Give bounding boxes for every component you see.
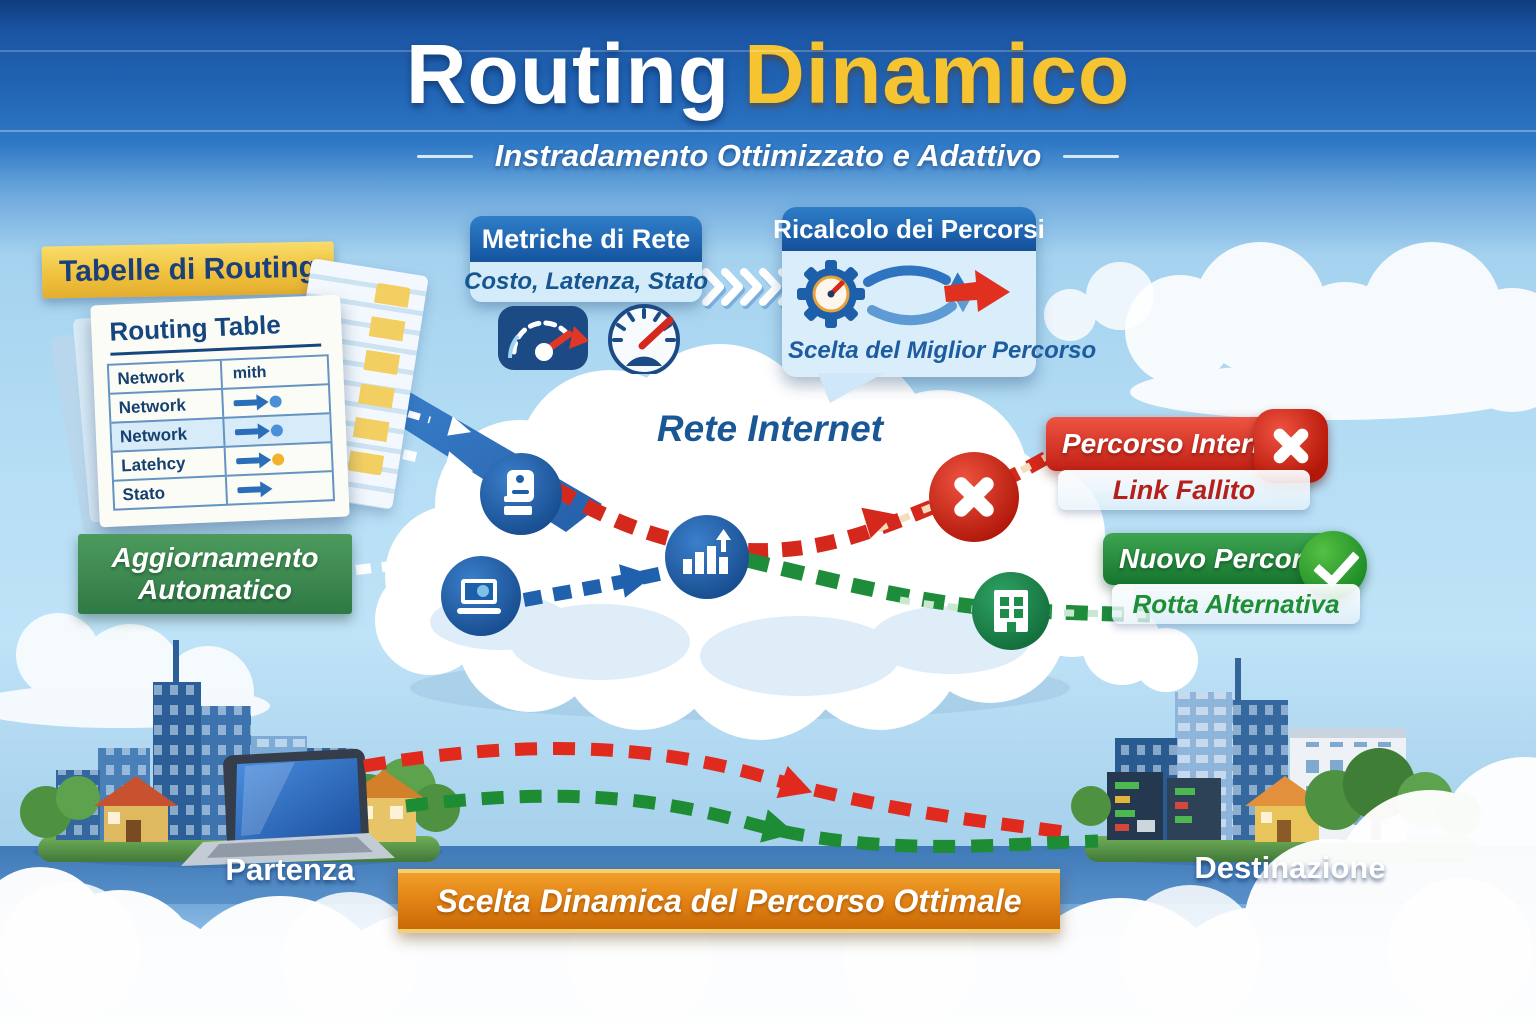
network-metrics-box: Metriche di Rete Costo, Latenza, Stato <box>464 216 708 302</box>
chart-node-icon <box>665 515 749 599</box>
new-path-banner: Nuovo Percorso <box>1103 531 1367 599</box>
header-line <box>0 130 1536 132</box>
recalc-title: Ricalcolo dei Percorsi <box>773 207 1045 251</box>
monitor-node-icon <box>441 556 521 636</box>
routing-table: Routing Table Network mith Network Netwo… <box>90 294 350 528</box>
dynamic-choice-banner: Scelta Dinamica del Percorso Ottimale <box>398 869 1060 933</box>
internet-label: Rete Internet <box>656 408 884 449</box>
route-arrow-icon <box>236 456 261 464</box>
start-label: Partenza <box>225 852 355 887</box>
routing-table-card: Routing Table Network mith Network Netwo… <box>49 258 429 534</box>
auto-update-banner: Aggiornamento Automatico <box>78 534 352 614</box>
city-start <box>20 640 460 868</box>
page-subtitle: Instradamento Ottimizzato e Adattivo <box>0 138 1536 174</box>
route-dot-icon <box>270 423 284 437</box>
gauge-light-icon <box>608 304 680 374</box>
routing-table-title: Routing Table <box>108 307 322 356</box>
laptop-icon <box>181 748 395 866</box>
end-label: Destinazione <box>1194 850 1386 885</box>
link-failed-label: Link Fallito <box>1058 470 1310 510</box>
building-node-icon <box>972 572 1050 650</box>
subtitle-dash <box>1063 154 1120 158</box>
metrics-title: Metriche di Rete <box>470 216 702 262</box>
subtitle-dash <box>416 154 473 158</box>
blue-path-cloud <box>522 564 670 607</box>
header-line <box>0 50 1536 52</box>
server-node-icon <box>480 453 562 535</box>
metrics-gauges <box>496 298 696 374</box>
recalc-caption: Scelta del Miglior Percorso <box>788 337 1097 364</box>
routing-tables-banner: Tabelle di Routing <box>41 241 335 299</box>
route-dot-icon <box>272 452 285 466</box>
recalc-bubble: Ricalcolo dei Percorsi <box>773 207 1097 403</box>
error-x-node-icon <box>929 452 1019 542</box>
route-arrow-icon <box>237 485 262 493</box>
green-path-bottom <box>405 789 1099 853</box>
route-arrow-icon <box>235 427 260 435</box>
reroute-arrows-icon <box>863 265 1010 326</box>
route-dot-icon <box>269 394 283 408</box>
route-arrow-icon <box>233 398 259 406</box>
recalc-icons <box>782 251 1036 337</box>
gauge-dark-icon <box>498 306 589 370</box>
red-path-bottom <box>362 742 1073 840</box>
metrics-subtitle: Costo, Latenza, Stato <box>464 262 708 302</box>
broken-path-banner: Percorso Interrotto <box>1046 409 1328 483</box>
gear-gauge-icon <box>797 260 865 328</box>
routing-table-grid: Network mith Network Network Latehcy Sta… <box>106 354 336 511</box>
alternative-route-label: Rotta Alternativa <box>1112 584 1360 624</box>
